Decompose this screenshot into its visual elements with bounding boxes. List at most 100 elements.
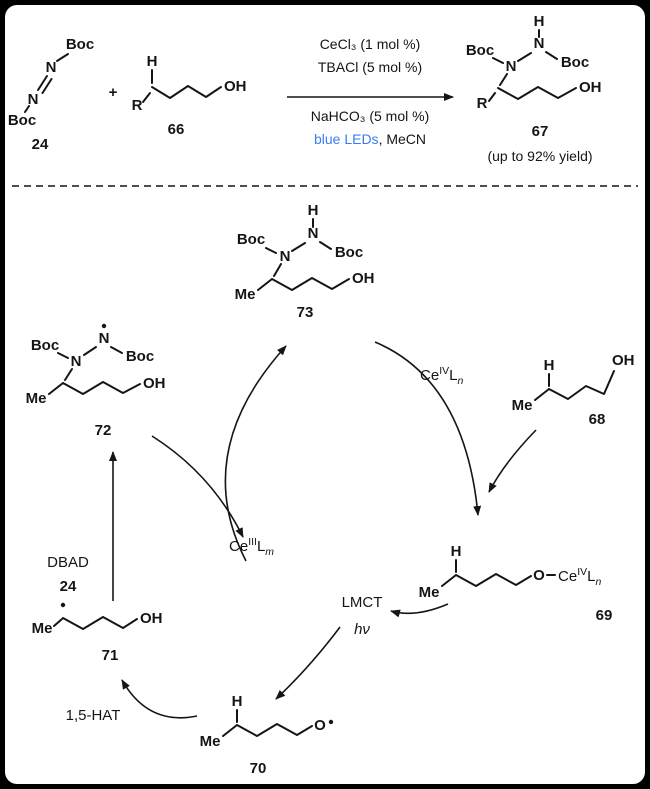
compound-24: Boc N N Boc 24	[8, 36, 94, 153]
atom-label-hydrogen: H	[147, 53, 158, 70]
substituent-label-r: R	[132, 97, 143, 114]
atom-label-nitrogen: N	[506, 58, 517, 75]
compound-number: 24	[32, 136, 49, 153]
ce-oxidation-state: IV	[439, 365, 449, 377]
group-label-me: Me	[235, 286, 256, 303]
figure-background	[5, 5, 645, 784]
compound-number: 69	[596, 607, 613, 624]
group-label-boc: Boc	[561, 54, 589, 71]
atom-label-nitrogen: N	[534, 35, 545, 52]
group-label-oh: OH	[579, 79, 602, 96]
radical-dot	[60, 602, 66, 608]
atom-label-oxygen: O	[314, 717, 326, 734]
bond-skeleton	[441, 559, 556, 587]
condition-line-1: CeCl₃ (1 mol %)	[320, 36, 421, 52]
group-label-me: Me	[200, 733, 221, 750]
compound-67: Boc N H N Boc R OH 67 (up to 92% yield)	[466, 13, 602, 164]
ligand-subscript: m	[265, 546, 274, 558]
group-label-oh: OH	[143, 375, 166, 392]
atom-label-hydrogen: H	[308, 202, 319, 219]
arc-left-up-to-73	[224, 345, 287, 562]
compound-number: 71	[102, 647, 119, 664]
hat-step-label: 1,5-HAT	[66, 707, 121, 724]
arc-72-entry	[151, 435, 244, 538]
compound-70: H Me O 70	[200, 693, 334, 777]
substituent-label-r: R	[477, 95, 488, 112]
arc-lmct-to-70	[275, 626, 341, 700]
ligand-symbol: L	[449, 367, 457, 384]
cycle-arrows	[109, 341, 537, 719]
top-reaction-scheme: Boc N N Boc 24 + H R OH 66 CeCl₃ (1 mol …	[8, 13, 638, 187]
ce-symbol: Ce	[558, 568, 577, 585]
ligand-subscript: n	[457, 375, 463, 387]
compound-68: H Me OH 68	[512, 352, 635, 428]
catalytic-cycle: H Boc N N Boc Me OH 73 Boc N N Boc Me OH…	[26, 202, 635, 777]
atom-label-nitrogen: N	[280, 248, 291, 265]
compound-number: 66	[168, 121, 185, 138]
arc-68-entry	[488, 429, 537, 493]
atom-label-nitrogen: N	[308, 225, 319, 242]
group-label-boc: Boc	[237, 231, 265, 248]
group-label-me: Me	[32, 620, 53, 637]
yield-note: (up to 92% yield)	[487, 148, 592, 164]
atom-label-nitrogen: N	[46, 59, 57, 76]
atom-label-hydrogen: H	[544, 357, 555, 374]
group-label-me: Me	[419, 584, 440, 601]
compound-number: 70	[250, 760, 267, 777]
group-label-oh: OH	[612, 352, 635, 369]
lmct-label: LMCT	[342, 594, 383, 611]
compound-number: 73	[297, 304, 314, 321]
condition-line-3: NaHCO₃ (5 mol %)	[311, 108, 430, 124]
group-label-boc: Boc	[31, 337, 59, 354]
arc-69-to-lmct	[390, 603, 449, 618]
bond-skeleton	[257, 218, 350, 291]
compound-66: H R OH 66	[132, 53, 247, 138]
group-label-boc: Boc	[466, 42, 494, 59]
atom-label-oxygen: O	[533, 567, 545, 584]
group-label-boc: Boc	[8, 112, 36, 129]
compound-72: Boc N N Boc Me OH 72	[26, 323, 166, 439]
bond-skeleton	[534, 370, 615, 401]
ce4-species-label: CeIVLn	[420, 365, 463, 387]
ce-oxidation-state: IV	[577, 566, 587, 578]
ligand-symbol: L	[257, 538, 265, 555]
group-label-oh: OH	[140, 610, 163, 627]
bond-skeleton	[53, 616, 138, 630]
condition-solvent: , MeCN	[379, 131, 426, 147]
group-label-oh: OH	[224, 78, 247, 95]
compound-number: 67	[532, 123, 549, 140]
atom-label-hydrogen: H	[451, 543, 462, 560]
ligand-subscript: n	[595, 576, 601, 588]
compound-number: 68	[589, 411, 606, 428]
bond-skeleton	[488, 29, 577, 102]
compound-number: 72	[95, 422, 112, 439]
group-label-boc: Boc	[126, 348, 154, 365]
group-label-me: Me	[512, 397, 533, 414]
hv-label: hν	[354, 621, 370, 638]
group-label-boc: Boc	[66, 36, 94, 53]
bond-skeleton	[24, 53, 69, 113]
atom-label-nitrogen: N	[71, 353, 82, 370]
arc-hat-70-to-71	[121, 679, 198, 719]
ligand-symbol: L	[587, 568, 595, 585]
bond-skeleton	[48, 346, 141, 395]
atom-label-nitrogen: N	[28, 91, 39, 108]
dbad-label: DBAD	[47, 554, 89, 571]
atom-label-nitrogen: N	[99, 330, 110, 347]
bond-skeleton	[222, 709, 313, 737]
ce-oxidation-state: III	[248, 536, 257, 548]
compound-69: H Me O CeIVLn 69	[419, 543, 613, 624]
plus-sign: +	[109, 84, 118, 101]
atom-label-hydrogen: H	[232, 693, 243, 710]
compound-71: Me OH 71	[32, 602, 163, 664]
group-label-boc: Boc	[335, 244, 363, 261]
reaction-conditions: CeCl₃ (1 mol %) TBACl (5 mol %) NaHCO₃ (…	[287, 36, 454, 147]
group-label-oh: OH	[352, 270, 375, 287]
compound-73: H Boc N N Boc Me OH 73	[235, 202, 375, 321]
condition-line-2: TBACl (5 mol %)	[318, 59, 422, 75]
radical-dot	[328, 719, 334, 725]
dbad-number: 24	[60, 578, 77, 595]
ce-symbol: Ce	[420, 367, 439, 384]
